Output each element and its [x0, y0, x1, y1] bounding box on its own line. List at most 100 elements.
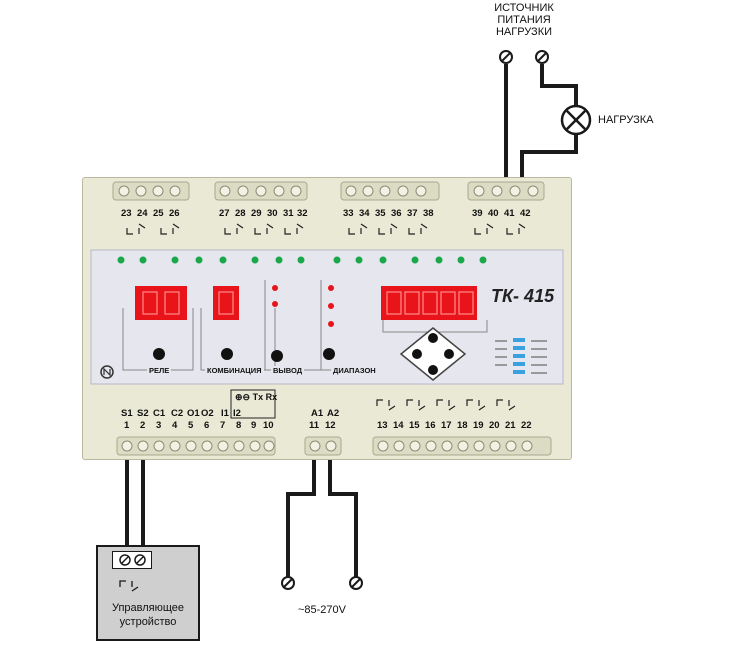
model-label: ТК- 415: [491, 286, 555, 306]
output-led-1: [272, 285, 278, 291]
main-display: [381, 286, 477, 320]
top-relay-symbols: [126, 223, 526, 235]
terminal-30: 30: [267, 208, 278, 219]
range-section-label: ДИАПАЗОН: [331, 366, 378, 375]
controller-box: Управляющее устройство: [96, 545, 200, 641]
comm-box: [230, 389, 276, 419]
terminal-29: 29: [251, 208, 262, 219]
terminal-34: 34: [359, 208, 370, 219]
terminal-2: 2: [140, 420, 146, 431]
controller-label: Управляющее устройство: [98, 601, 198, 629]
terminal-35: 35: [375, 208, 386, 219]
terminal-39: 39: [472, 208, 483, 219]
combination-section-label: КОМБИНАЦИЯ: [205, 366, 264, 375]
terminal-17: 17: [441, 420, 452, 431]
terminal-36: 36: [391, 208, 402, 219]
bottom-terminal-labels: S1 S2 C1 C2 O1 O2 I1 I2 A1 A2: [83, 408, 383, 420]
range-led-2: [328, 303, 334, 309]
label-A2: A2: [327, 408, 340, 419]
terminal-24: 24: [137, 208, 148, 219]
label-A1: A1: [311, 408, 324, 419]
terminal-19: 19: [473, 420, 484, 431]
range-led-3: [328, 321, 334, 327]
source-label: ИСТОЧНИК ПИТАНИЯ НАГРУЗКИ: [474, 2, 574, 38]
terminal-5: 5: [188, 420, 194, 431]
indicator-bars: [513, 338, 525, 374]
terminal-13: 13: [377, 420, 388, 431]
comm-labels: ⊕⊖ Tx Rx: [235, 392, 277, 403]
label-O2: O2: [201, 408, 214, 419]
terminal-16: 16: [425, 420, 436, 431]
terminal-21: 21: [505, 420, 516, 431]
source-terminal-left: [499, 50, 513, 64]
terminal-33: 33: [343, 208, 354, 219]
load-wire: [520, 134, 578, 180]
brand-logo-icon: [100, 365, 114, 379]
supply-terminal-right: [349, 576, 363, 590]
nav-keypad[interactable]: [399, 327, 467, 381]
terminal-31: 31: [283, 208, 294, 219]
comm-rx-label: Rx: [265, 392, 278, 402]
terminal-6: 6: [204, 420, 210, 431]
source-terminal-right: [535, 50, 549, 64]
comm-tx-label: Tx: [252, 392, 264, 402]
relay-section-label: РЕЛЕ: [147, 366, 172, 375]
terminal-15: 15: [409, 420, 420, 431]
label-I2: I2: [233, 408, 241, 419]
combination-display: [213, 286, 239, 320]
supply-voltage-label: ~85-270V: [297, 604, 346, 616]
supply-wire-2: [328, 458, 358, 578]
bottom-relay-symbols: [376, 399, 516, 411]
terminal-37: 37: [407, 208, 418, 219]
load-label: НАГРУЗКА: [598, 114, 654, 126]
controller-terminals-icon: [119, 554, 146, 592]
device-graphics: [90, 181, 564, 456]
terminal-22: 22: [521, 420, 532, 431]
label-S1: S1: [121, 408, 133, 419]
terminal-26: 26: [169, 208, 180, 219]
terminal-28: 28: [235, 208, 246, 219]
output-section-label: ВЫВОД: [271, 366, 305, 375]
top-terminal-numbers: 23 24 25 26 27 28 29 30 31 32 33 34 35 3…: [83, 208, 571, 220]
bottom-screws: [121, 440, 533, 452]
terminal-38: 38: [423, 208, 434, 219]
terminal-41: 41: [504, 208, 515, 219]
status-leds: [117, 256, 487, 264]
supply-wire-1: [286, 458, 316, 578]
comm-icon: ⊕⊖: [235, 392, 251, 402]
relay-device: 23 24 25 26 27 28 29 30 31 32 33 34 35 3…: [82, 177, 572, 460]
supply-terminal-left: [281, 576, 295, 590]
terminal-11: 11: [309, 420, 320, 431]
terminal-18: 18: [457, 420, 468, 431]
terminal-9: 9: [251, 420, 257, 431]
controller-label-line1: Управляющее: [111, 602, 185, 614]
terminal-7: 7: [220, 420, 226, 431]
range-led-1: [328, 285, 334, 291]
terminal-23: 23: [121, 208, 132, 219]
label-O1: O1: [187, 408, 200, 419]
source-label-line1: ИСТОЧНИК: [494, 2, 554, 14]
terminal-32: 32: [297, 208, 308, 219]
terminal-20: 20: [489, 420, 500, 431]
terminal-25: 25: [153, 208, 164, 219]
output-led-2: [272, 301, 278, 307]
terminal-12: 12: [325, 420, 336, 431]
label-S2: S2: [137, 408, 149, 419]
terminal-10: 10: [263, 420, 274, 431]
top-terminal-blocks: [112, 181, 545, 201]
top-screws: [118, 185, 539, 197]
terminal-1: 1: [124, 420, 130, 431]
source-label-line3: НАГРУЗКИ: [495, 26, 553, 38]
terminal-8: 8: [236, 420, 242, 431]
terminal-4: 4: [172, 420, 178, 431]
source-label-line2: ПИТАНИЯ: [497, 14, 551, 26]
panel-buttons[interactable]: [153, 348, 335, 362]
terminal-14: 14: [393, 420, 404, 431]
terminal-27: 27: [219, 208, 230, 219]
lamp-icon: [560, 104, 592, 136]
label-C1: C1: [153, 408, 166, 419]
controller-label-line2: устройство: [119, 616, 177, 628]
terminal-3: 3: [156, 420, 162, 431]
label-C2: C2: [171, 408, 184, 419]
